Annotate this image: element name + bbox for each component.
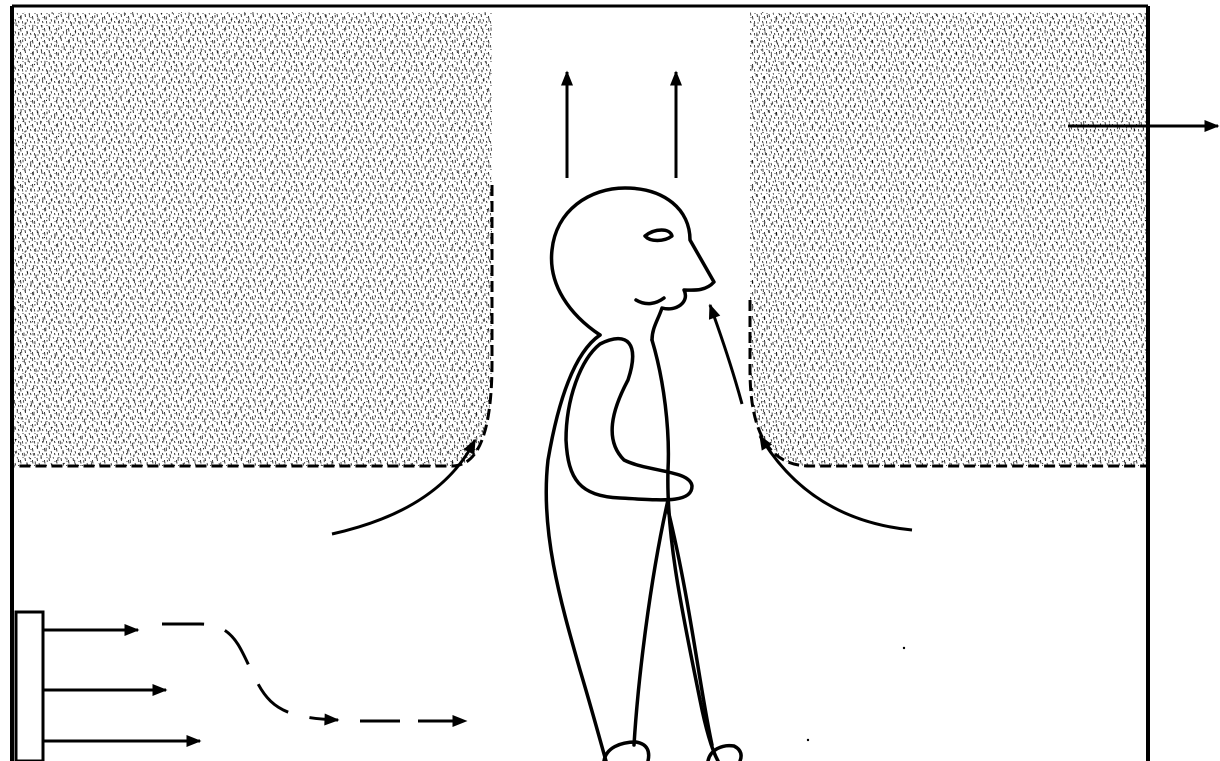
floor-supply-diffuser — [14, 610, 45, 761]
speck — [902, 646, 906, 650]
person-arm — [564, 337, 694, 502]
person-foot-left — [602, 740, 651, 761]
floor-spreading-flow — [162, 622, 468, 727]
room-walls — [10, 4, 1150, 761]
stratified-warm-air-layer-left — [12, 12, 494, 468]
stratified-warm-air-layer-right — [748, 12, 1146, 468]
person-eye — [643, 228, 674, 243]
person-mouth — [634, 296, 666, 306]
person-foot-right — [706, 743, 743, 761]
entrainment-arrow-face — [708, 303, 744, 405]
person-body — [544, 333, 608, 761]
person-leg-back — [666, 508, 714, 747]
entrainment-arrow-right — [758, 434, 913, 532]
standing-person — [544, 186, 743, 761]
person-head — [549, 186, 716, 342]
speck — [806, 738, 810, 742]
entrainment-arrow-left — [331, 438, 477, 536]
person-leg-front — [632, 498, 670, 747]
